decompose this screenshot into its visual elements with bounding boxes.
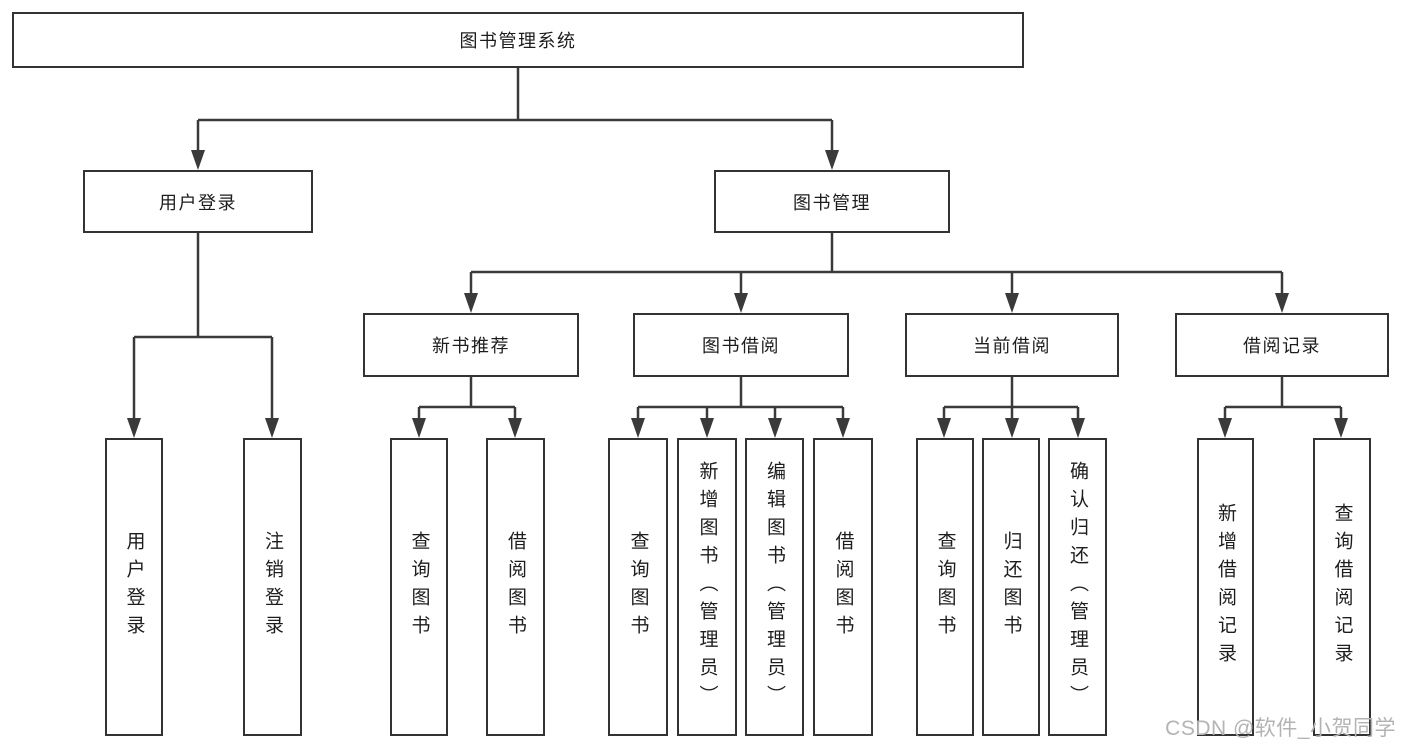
node-new-book-recommend: 新书推荐 — [363, 313, 579, 377]
leaf-br-query-record: 查询借阅记录 — [1313, 438, 1371, 736]
node-book-borrowing: 图书借阅 — [633, 313, 849, 377]
leaf-bb-add-books-admin: 新增图书（管理员） — [677, 438, 737, 736]
arrowheads — [127, 150, 1348, 438]
leaf-bb-query-books-label: 查询图书 — [627, 531, 649, 643]
leaf-cb-query-books-label: 查询图书 — [934, 531, 956, 643]
node-borrowing-records: 借阅记录 — [1175, 313, 1389, 377]
leaf-cb-query-books: 查询图书 — [916, 438, 974, 736]
leaf-cb-confirm-return-admin: 确认归还（管理员） — [1048, 438, 1107, 736]
leaf-bb-query-books: 查询图书 — [608, 438, 668, 736]
leaf-logout: 注销登录 — [243, 438, 302, 736]
leaf-nb-borrow-books: 借阅图书 — [486, 438, 545, 736]
leaf-logout-label: 注销登录 — [262, 531, 283, 643]
node-library-system-label: 图书管理系统 — [459, 31, 577, 51]
leaf-bb-edit-books-admin-label: 编辑图书（管理员） — [764, 461, 785, 713]
leaf-br-add-record: 新增借阅记录 — [1197, 438, 1254, 736]
leaf-br-add-record-label: 新增借阅记录 — [1215, 503, 1236, 671]
node-book-borrowing-label: 图书借阅 — [702, 336, 780, 356]
leaf-nb-query-books-label: 查询图书 — [408, 531, 430, 643]
node-borrowing-records-label: 借阅记录 — [1243, 336, 1321, 356]
leaf-nb-query-books: 查询图书 — [390, 438, 448, 736]
node-book-management: 图书管理 — [714, 170, 950, 233]
leaf-bb-borrow-books-label: 借阅图书 — [832, 531, 854, 643]
leaf-user-login-label: 用户登录 — [123, 531, 145, 643]
leaf-cb-return-books-label: 归还图书 — [1000, 531, 1022, 643]
leaf-nb-borrow-books-label: 借阅图书 — [505, 531, 526, 643]
node-new-book-recommend-label: 新书推荐 — [432, 336, 510, 356]
node-library-system: 图书管理系统 — [12, 12, 1024, 68]
node-user-login: 用户登录 — [83, 170, 313, 233]
leaf-bb-edit-books-admin: 编辑图书（管理员） — [745, 438, 804, 736]
node-current-borrowing: 当前借阅 — [905, 313, 1119, 377]
leaf-bb-borrow-books: 借阅图书 — [813, 438, 873, 736]
node-user-login-label: 用户登录 — [159, 192, 237, 213]
node-book-management-label: 图书管理 — [793, 192, 871, 213]
leaf-cb-confirm-return-admin-label: 确认归还（管理员） — [1067, 461, 1088, 713]
leaf-bb-add-books-admin-label: 新增图书（管理员） — [696, 461, 718, 713]
leaf-cb-return-books: 归还图书 — [982, 438, 1040, 736]
node-current-borrowing-label: 当前借阅 — [973, 336, 1051, 356]
leaf-br-query-record-label: 查询借阅记录 — [1331, 503, 1353, 671]
watermark-text: CSDN @软件_小贺同学 — [1165, 717, 1396, 740]
leaf-user-login: 用户登录 — [105, 438, 163, 736]
